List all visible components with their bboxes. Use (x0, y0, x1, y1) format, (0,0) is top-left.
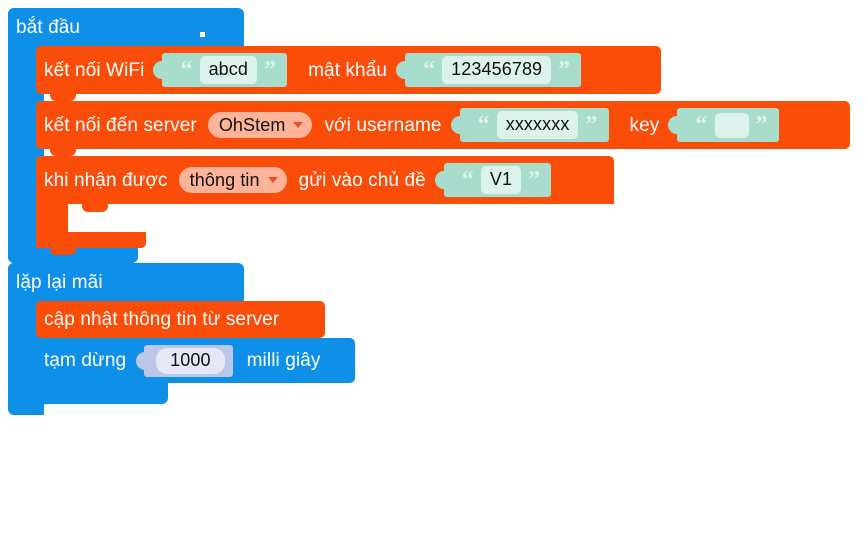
forever-block-header[interactable]: lặp lại mãi (8, 263, 244, 547)
wifi-ssid-field[interactable]: abcd (199, 56, 257, 84)
wait-duration-field[interactable]: 1000 (156, 347, 225, 374)
server-key-label: key (629, 114, 660, 136)
quote-open-icon: “ (695, 111, 708, 138)
wait-unit-label: milli giây (246, 350, 321, 371)
wait-block[interactable]: tạm dừng 1000 milli giây (36, 338, 355, 383)
wifi-connect-block[interactable]: kết nối WiFi “ abcd ” mật khẩu “ 1234567… (36, 46, 661, 101)
on-receive-topic-label: gửi vào chủ đề (298, 169, 426, 191)
chevron-down-icon (267, 177, 278, 183)
payload-dropdown-value: thông tin (189, 169, 260, 190)
on-receive-label: khi nhận được (44, 169, 168, 191)
quote-close-icon: ” (528, 166, 541, 193)
server-username-socket[interactable]: “ xxxxxxx ” (450, 108, 609, 142)
wifi-password-socket[interactable]: “ 123456789 ” (396, 53, 582, 87)
wifi-connect-label: kết nối WiFi (44, 59, 145, 81)
wait-duration-socket[interactable]: 1000 (136, 344, 233, 377)
quote-close-icon: ” (558, 56, 571, 83)
payload-dropdown[interactable]: thông tin (178, 167, 287, 193)
wait-block-label: tạm dừng (44, 350, 127, 371)
on-receive-topic-socket[interactable]: “ V1 ” (434, 163, 552, 197)
server-connect-label: kết nối đến server (44, 114, 197, 136)
quote-open-icon: “ (461, 166, 474, 193)
forever-block-foot[interactable] (8, 382, 168, 404)
quote-close-icon: ” (585, 111, 598, 138)
chevron-down-icon (293, 122, 304, 128)
on-receive-inner-notch (82, 204, 108, 212)
server-dropdown-value: OhStem (218, 114, 286, 135)
forever-block-marker (223, 542, 228, 547)
on-receive-block-foot[interactable] (36, 232, 146, 255)
quote-close-icon: ” (755, 111, 768, 138)
wifi-password-field[interactable]: 123456789 (442, 56, 552, 84)
server-key-socket[interactable]: “ ” (668, 108, 779, 142)
wifi-password-label: mật khẩu (308, 59, 388, 81)
server-connect-block[interactable]: kết nối đến server OhStem với username “… (36, 101, 850, 156)
start-block-header[interactable]: bắt đầu (8, 8, 244, 46)
server-key-field[interactable] (714, 112, 749, 138)
on-receive-block-header[interactable]: khi nhận được thông tin gửi vào chủ đề “… (36, 156, 614, 204)
start-block-label: bắt đầu (16, 16, 81, 38)
update-from-server-label: cập nhật thông tin từ server (44, 309, 280, 330)
update-from-server-block[interactable]: cập nhật thông tin từ server (36, 301, 325, 345)
quote-open-icon: “ (423, 56, 436, 83)
wifi-ssid-socket[interactable]: “ abcd ” (153, 53, 288, 87)
quote-open-icon: “ (477, 111, 490, 138)
quote-open-icon: “ (180, 56, 193, 83)
start-block-marker (200, 32, 205, 37)
on-receive-topic-field[interactable]: V1 (480, 166, 522, 194)
server-username-label: với username (324, 114, 442, 136)
quote-close-icon: ” (264, 56, 277, 83)
forever-block-label: lặp lại mãi (16, 271, 103, 293)
server-username-field[interactable]: xxxxxxx (496, 111, 579, 139)
server-dropdown[interactable]: OhStem (207, 112, 313, 138)
